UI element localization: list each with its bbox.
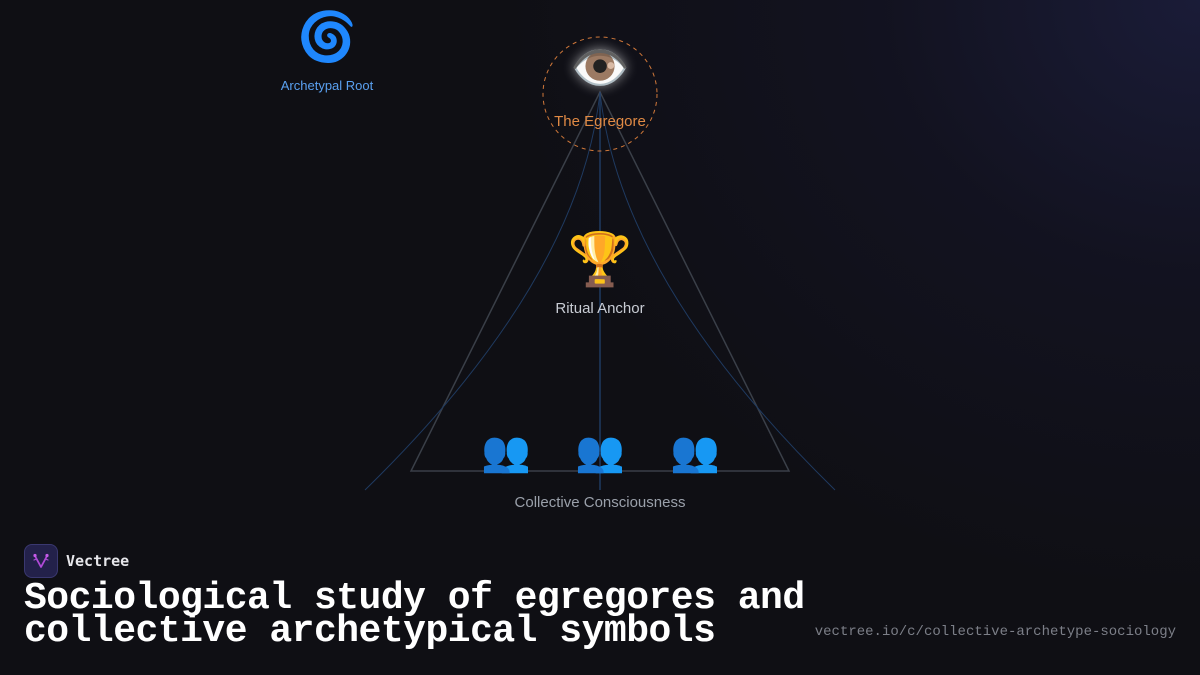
- node-label: Archetypal Root: [280, 78, 374, 93]
- people-group-icon: 👥: [670, 430, 720, 474]
- fan-curve-right: [599, 91, 836, 491]
- eye-icon: 👁️: [570, 42, 630, 95]
- node-egregore[interactable]: 👁️ The Egregore: [554, 42, 646, 131]
- people-group-icon: 👥: [575, 430, 625, 474]
- node-label: Ritual Anchor: [555, 300, 645, 317]
- page-url[interactable]: vectree.io/c/collective-archetype-sociol…: [814, 624, 1176, 640]
- page-title: Sociological study of egregores and coll…: [24, 577, 805, 653]
- people-group-icon: 👥: [481, 430, 531, 474]
- node-ritual-anchor[interactable]: 🏆 Ritual Anchor: [555, 234, 644, 317]
- cyclone-spiral-icon: 🌀: [297, 11, 357, 64]
- node-label: Collective Consciousness: [514, 494, 686, 511]
- node-label: The Egregore: [554, 113, 646, 130]
- node-archetypal-root[interactable]: 🌀 Archetypal Root: [280, 11, 374, 94]
- fan-curve-left: [364, 91, 601, 491]
- brand-name: Vectree: [66, 552, 130, 570]
- trophy-icon: 🏆: [567, 231, 633, 289]
- egregore-halo: [542, 36, 658, 152]
- brand[interactable]: Vectree: [24, 544, 129, 578]
- vectree-logo-icon: [24, 544, 58, 578]
